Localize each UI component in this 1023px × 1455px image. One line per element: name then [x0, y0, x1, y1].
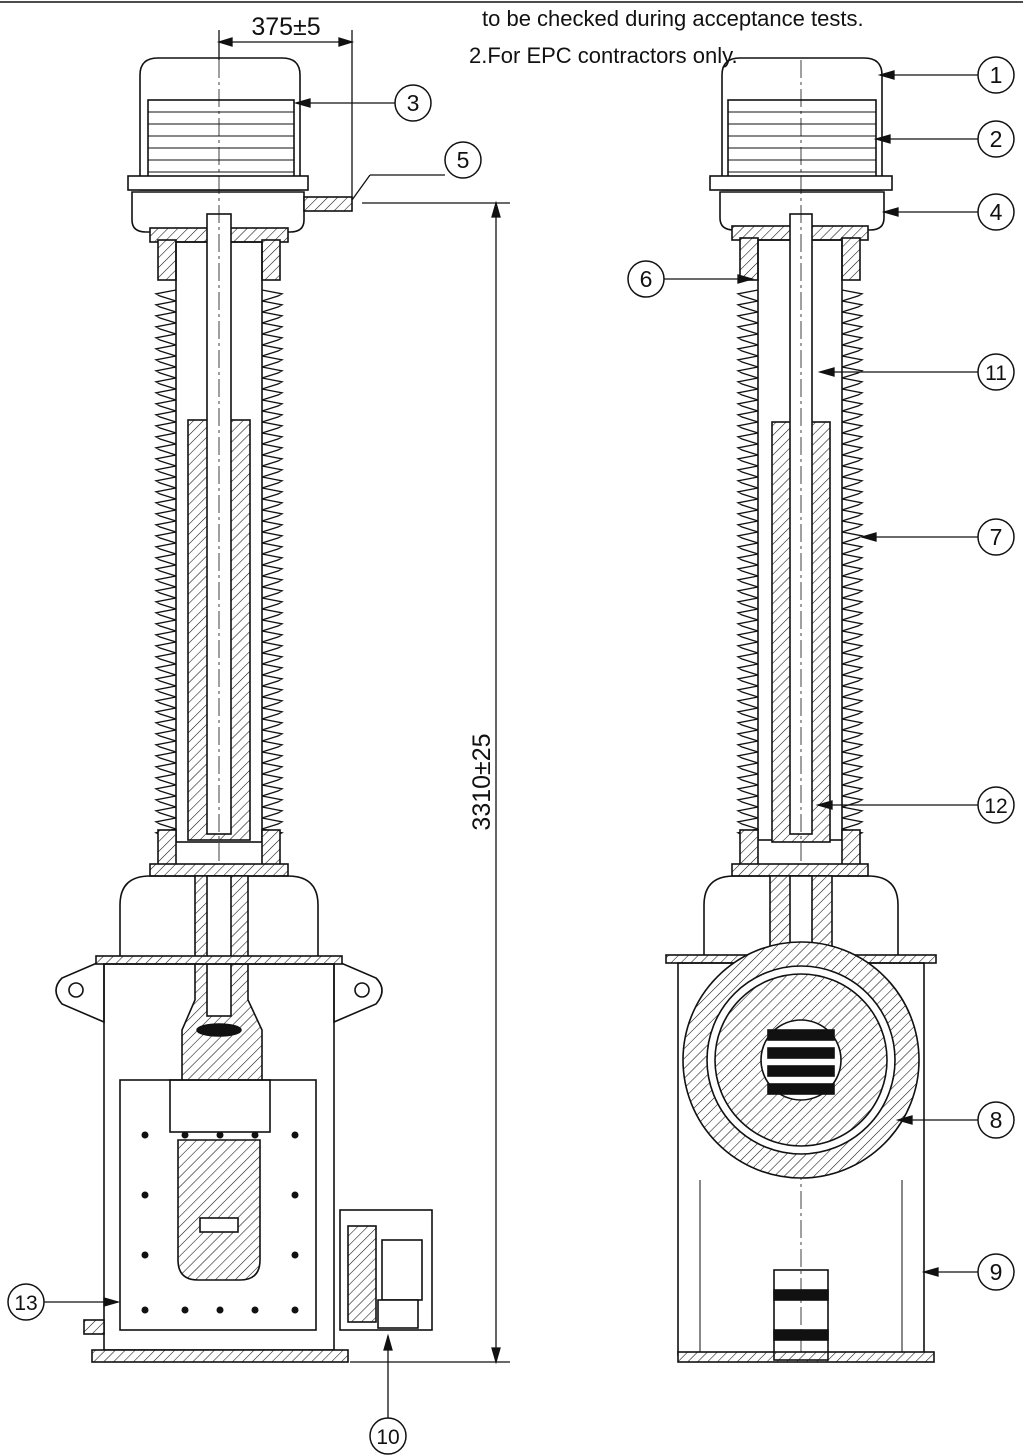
leader-lines	[44, 70, 978, 1420]
left-cap-housing	[147, 99, 295, 189]
callout-11-label: 11	[985, 362, 1007, 385]
callout-6	[627, 260, 665, 298]
callout-11	[977, 353, 1015, 391]
callout-5	[444, 141, 482, 179]
left-base-plate	[91, 1349, 349, 1363]
callout-13	[7, 1283, 45, 1321]
left-view	[55, 57, 433, 1363]
callout-12	[977, 786, 1015, 824]
callout-6-label: 6	[640, 266, 653, 292]
callout-3	[394, 84, 432, 122]
callout-balloons	[7, 56, 1015, 1455]
left-terminal-box	[339, 1209, 433, 1331]
callout-4-label: 4	[990, 199, 1003, 225]
left-cap-fins	[148, 111, 294, 173]
callout-10	[369, 1417, 407, 1455]
callout-1	[977, 56, 1015, 94]
right-shed-profile-left	[736, 289, 759, 841]
note-line-1: to be checked during acceptance tests.	[482, 6, 864, 32]
width-dimension-label: 375±5	[251, 13, 320, 41]
right-cap-housing	[727, 99, 877, 189]
left-head-base	[131, 191, 305, 233]
right-top-cap	[721, 57, 883, 191]
callout-3-label: 3	[407, 90, 420, 116]
callout-8	[977, 1101, 1015, 1139]
left-top-cap	[139, 57, 301, 191]
callout-9	[977, 1253, 1015, 1291]
callout-7-label: 7	[990, 524, 1003, 550]
height-dimension	[350, 200, 510, 1365]
right-view	[665, 57, 937, 1363]
callout-8-label: 8	[990, 1107, 1003, 1133]
left-cap-flange	[127, 175, 309, 191]
left-shed-profile-left	[154, 289, 177, 841]
callout-2	[977, 120, 1015, 158]
callout-2-label: 2	[990, 126, 1003, 152]
height-dimension-label: 3310±25	[468, 733, 496, 830]
callout-13-label: 13	[14, 1292, 37, 1315]
right-head-base	[719, 191, 885, 231]
left-shed-profile-right	[261, 289, 284, 841]
callout-9-label: 9	[990, 1259, 1003, 1285]
callout-5-label: 5	[457, 147, 470, 173]
left-mounting-ear-right	[333, 958, 383, 1024]
width-dimension	[216, 30, 355, 200]
right-shed-profile-right	[841, 289, 864, 841]
note-line-2: 2.For EPC contractors only.	[469, 43, 738, 69]
callout-labels: 1 2 3 4 5 6 7 8 9 10 11 12 13	[14, 62, 1007, 1449]
callout-4	[977, 193, 1015, 231]
left-ct-core	[177, 1139, 261, 1281]
callout-10-label: 10	[376, 1426, 399, 1449]
left-connector-terminal	[303, 196, 353, 212]
left-lower-flange	[149, 863, 289, 877]
left-mounting-ear-left	[55, 958, 105, 1024]
callout-12-label: 12	[984, 795, 1007, 818]
callout-1-label: 1	[990, 62, 1003, 88]
left-bolt-holes	[141, 1131, 299, 1314]
callout-7	[977, 518, 1015, 556]
